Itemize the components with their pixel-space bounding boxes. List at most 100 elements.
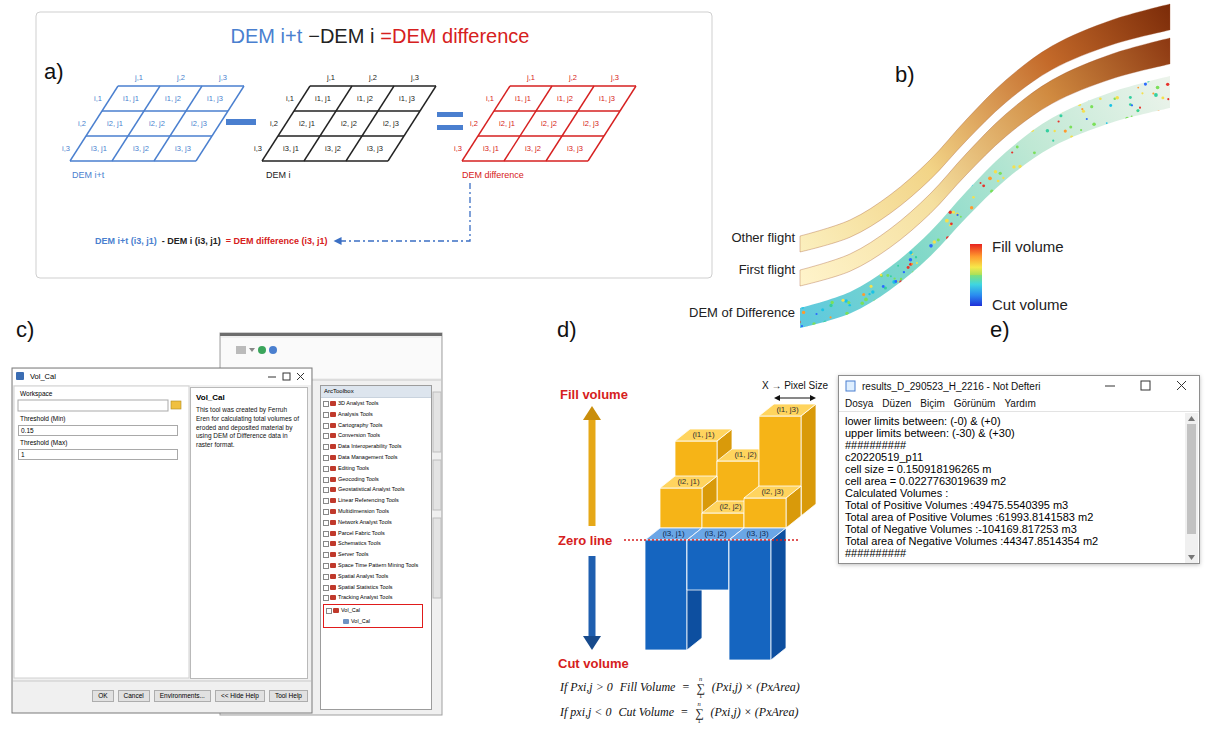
speckle xyxy=(947,67,950,70)
speckle xyxy=(956,264,960,268)
speckle xyxy=(1079,80,1082,83)
speckle xyxy=(893,277,895,279)
button-label: OK xyxy=(98,692,107,700)
speckle xyxy=(1165,153,1167,155)
speckle xyxy=(1080,153,1082,155)
speckle xyxy=(956,214,958,216)
speckle xyxy=(1072,195,1074,197)
cell-label: i1, j2 xyxy=(165,94,181,103)
speckle xyxy=(964,256,967,259)
speckle xyxy=(904,214,907,217)
speckle xyxy=(859,281,861,283)
surface-label: Other flight xyxy=(731,231,795,246)
speckle xyxy=(915,256,917,258)
speckle xyxy=(1076,163,1078,165)
speckle xyxy=(955,175,958,178)
speckle xyxy=(982,184,985,187)
speckle xyxy=(1168,249,1170,251)
speckle xyxy=(855,117,857,119)
speckle xyxy=(835,243,837,245)
speckle xyxy=(795,299,798,302)
speckle xyxy=(888,224,891,227)
speckle xyxy=(1109,186,1113,190)
speckle xyxy=(876,78,880,82)
speckle xyxy=(1110,333,1114,337)
speckle xyxy=(1163,191,1167,195)
speckle xyxy=(837,69,841,73)
panel-letter: b) xyxy=(895,62,915,87)
speckle xyxy=(1157,110,1160,113)
speckle xyxy=(896,306,899,309)
speckle xyxy=(986,70,989,73)
speckle xyxy=(1176,190,1178,192)
speckle xyxy=(1120,181,1123,184)
text-line: c20220519_p11 xyxy=(845,451,1181,463)
speckle xyxy=(898,225,901,228)
speckle xyxy=(988,70,991,73)
speckle xyxy=(1056,76,1059,79)
speckle xyxy=(998,288,1000,290)
speckle xyxy=(901,325,905,329)
speckle xyxy=(1150,257,1152,259)
cut-column-front xyxy=(645,540,687,650)
speckle xyxy=(1149,307,1152,310)
speckle xyxy=(1042,118,1045,121)
speckle xyxy=(818,168,820,170)
speckle xyxy=(1128,291,1131,294)
speckle xyxy=(834,113,838,117)
toolbox-item: Parcel Fabric Tools xyxy=(321,528,431,539)
speckle xyxy=(871,209,874,212)
speckle xyxy=(928,146,931,149)
panel-letter: a) xyxy=(44,59,64,84)
speckle xyxy=(1078,251,1081,254)
speckle xyxy=(1144,190,1147,193)
speckle xyxy=(1069,125,1072,128)
axis-label: Fill volume xyxy=(560,388,628,403)
minimize-glyph xyxy=(1105,386,1115,387)
speckle xyxy=(826,292,830,296)
speckle xyxy=(1100,229,1103,232)
speckle xyxy=(954,291,957,294)
speckle xyxy=(853,203,855,205)
speckle xyxy=(1162,127,1165,130)
fill-column-top xyxy=(660,476,717,488)
speckle xyxy=(964,307,967,310)
speckle xyxy=(1051,195,1054,198)
speckle xyxy=(1030,83,1033,86)
surface-dod xyxy=(800,76,1170,328)
speckle xyxy=(858,86,862,90)
speckle xyxy=(852,101,856,105)
speckle xyxy=(1049,96,1052,99)
speckle xyxy=(812,105,816,109)
speckle xyxy=(1153,326,1155,328)
sum-stack: n∑1 xyxy=(696,676,705,699)
speckle xyxy=(972,196,975,199)
toolbox-item: Analysis Tools xyxy=(321,409,431,420)
speckle xyxy=(1137,239,1139,241)
speckle xyxy=(872,173,874,175)
speckle xyxy=(899,280,902,283)
speckle xyxy=(1130,239,1133,242)
speckle xyxy=(820,267,823,270)
speckle xyxy=(964,181,968,185)
speckle xyxy=(988,140,991,143)
speckle xyxy=(1078,234,1081,237)
speckle xyxy=(858,220,860,222)
speckle xyxy=(967,154,970,157)
dialog-button: OK xyxy=(92,690,113,702)
speckle xyxy=(980,182,982,184)
speckle xyxy=(944,259,947,262)
speckle xyxy=(1121,186,1124,189)
speckle xyxy=(972,101,976,105)
speckle xyxy=(832,148,835,151)
speckle xyxy=(1038,121,1040,123)
speckle xyxy=(993,233,996,236)
speckle xyxy=(877,322,879,324)
speckle xyxy=(931,260,933,262)
speckle xyxy=(789,208,792,211)
speckle xyxy=(1103,147,1106,150)
speckle xyxy=(1169,313,1171,315)
speckle xyxy=(1116,123,1118,125)
speckle xyxy=(1161,118,1164,121)
speckle xyxy=(867,257,871,261)
